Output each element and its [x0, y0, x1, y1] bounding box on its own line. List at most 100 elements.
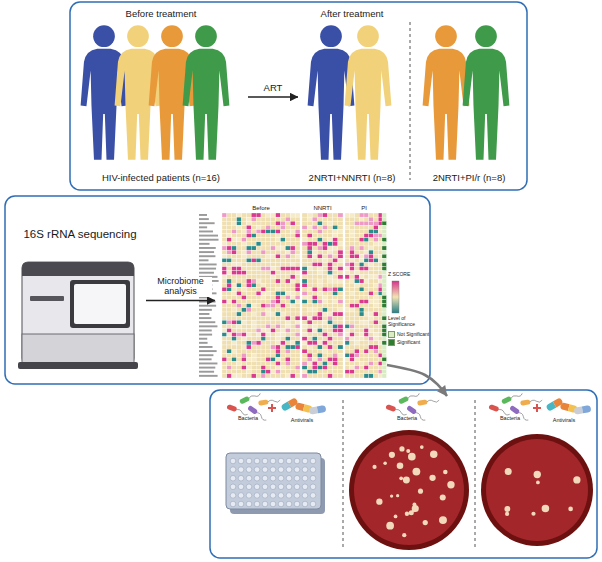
- well: [254, 493, 260, 499]
- heatmap-cell: [333, 225, 338, 229]
- sequencer: [74, 284, 126, 324]
- heatmap-cell: [256, 279, 261, 283]
- heatmap-cell: [355, 370, 360, 374]
- heatmap-cell: [355, 333, 360, 337]
- heatmap-cell: [333, 312, 338, 316]
- heatmap-cell: [338, 308, 343, 312]
- significance-cell: [382, 267, 387, 271]
- heatmap-cell: [281, 258, 286, 262]
- heatmap-cell: [285, 230, 290, 234]
- heatmap-cell: [333, 357, 338, 361]
- heatmap-cell: [276, 287, 281, 291]
- heatmap-cell: [364, 234, 369, 238]
- heatmap-cell: [227, 300, 232, 304]
- heatmap-cell: [266, 238, 271, 242]
- well: [262, 501, 268, 507]
- heatmap-cell: [246, 366, 251, 370]
- heatmap-cell: [285, 333, 290, 337]
- heatmap-cell: [285, 271, 290, 275]
- panel-frames: [5, 2, 597, 558]
- heatmap-cell: [355, 250, 360, 254]
- heatmap-cell: [266, 324, 271, 328]
- heatmap-cell: [256, 374, 261, 378]
- heatmap-cell: [285, 254, 290, 258]
- bacterium: [417, 399, 428, 406]
- heatmap-cell: [276, 283, 281, 287]
- heatmap-cell: [355, 283, 360, 287]
- heatmap-cell: [261, 267, 266, 271]
- heatmap-cell: [266, 304, 271, 308]
- significance-cell: [382, 213, 387, 217]
- heatmap-cell: [232, 225, 237, 229]
- heatmap-cell: [355, 279, 360, 283]
- heatmap-cell: [359, 234, 364, 238]
- heatmap-cell: [312, 279, 317, 283]
- heatmap-cell: [281, 279, 286, 283]
- heatmap-cell: [251, 230, 256, 234]
- heatmap-cell: [350, 341, 355, 345]
- heatmap-cell: [345, 357, 350, 361]
- legend-swatch: [388, 339, 395, 346]
- heatmap-cell: [374, 250, 379, 254]
- heatmap-cell: [246, 362, 251, 366]
- heatmap-cell: [350, 337, 355, 341]
- heatmap-cell: [227, 337, 232, 341]
- heatmap-cell: [359, 353, 364, 357]
- heatmap-cell: [307, 341, 312, 345]
- heatmap-cell: [355, 242, 360, 246]
- heatmap-cell: [374, 370, 379, 374]
- heatmap-cell: [276, 308, 281, 312]
- heatmap-cell: [246, 217, 251, 221]
- heatmap-cell: [323, 283, 328, 287]
- heatmap-cell: [374, 242, 379, 246]
- heatmap-cell: [312, 291, 317, 295]
- heatmap-cell: [374, 275, 379, 279]
- heatmap-cell: [237, 370, 242, 374]
- heatmap-cell: [261, 370, 266, 374]
- heatmap-cell: [364, 279, 369, 283]
- heatmap-cell: [374, 357, 379, 361]
- heatmap-cell: [338, 258, 343, 262]
- heatmap-cell: [312, 345, 317, 349]
- heatmap-cell: [242, 263, 247, 267]
- heatmap-cell: [359, 357, 364, 361]
- heatmap-cell: [307, 300, 312, 304]
- bacterium: [226, 404, 248, 416]
- heatmap-cell: [338, 349, 343, 353]
- heatmap-cell: [317, 333, 322, 337]
- heatmap-cell: [317, 312, 322, 316]
- heatmap-cell: [256, 225, 261, 229]
- heatmap-cell: [237, 271, 242, 275]
- heatmap-cell: [295, 316, 300, 320]
- bacterium: [258, 399, 269, 406]
- heatmap-cell: [374, 217, 379, 221]
- well: [238, 493, 244, 499]
- heatmap-cell: [285, 324, 290, 328]
- heatmap-cell: [333, 316, 338, 320]
- bacterium: [226, 404, 237, 412]
- heatmap-cell: [355, 337, 360, 341]
- heatmap-cell: [242, 283, 247, 287]
- heatmap-cell: [266, 221, 271, 225]
- row-label-mark: [199, 297, 209, 299]
- heatmap-cell: [232, 275, 237, 279]
- heatmap-cell: [307, 308, 312, 312]
- heatmap-cell: [276, 353, 281, 357]
- heatmap-cell: [256, 345, 261, 349]
- heatmap-cell: [285, 275, 290, 279]
- heatmap-cell: [256, 213, 261, 217]
- heatmap-cell: [369, 316, 374, 320]
- heatmap-cell: [285, 349, 290, 353]
- heatmap-cell: [242, 275, 247, 279]
- heatmap-cell: [295, 370, 300, 374]
- heatmap-cell: [312, 267, 317, 271]
- heatmap-cell: [338, 341, 343, 345]
- heatmap-cell: [237, 296, 242, 300]
- heatmap-cell: [359, 296, 364, 300]
- heatmap-cell: [242, 357, 247, 361]
- heatmap-cell: [246, 225, 251, 229]
- heatmap-cell: [374, 345, 379, 349]
- colony: [376, 499, 382, 505]
- heatmap-cell: [302, 341, 307, 345]
- heatmap-cell: [246, 238, 251, 242]
